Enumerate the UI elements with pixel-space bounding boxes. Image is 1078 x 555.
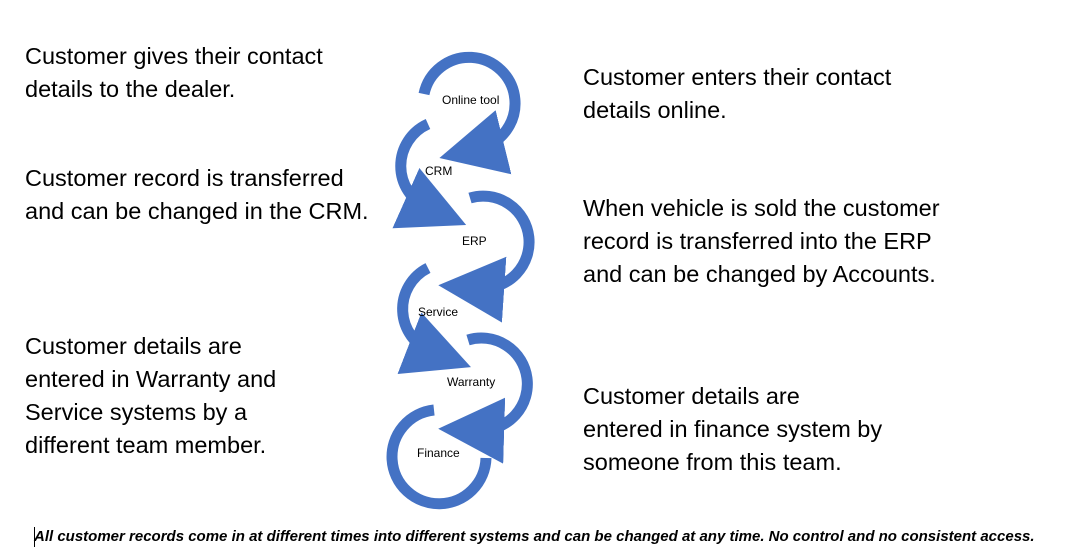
node-warranty: Warranty bbox=[447, 375, 495, 389]
description-erp: When vehicle is sold the customer record… bbox=[583, 195, 940, 287]
node-finance: Finance bbox=[417, 446, 460, 460]
node-online-tool: Online tool bbox=[442, 93, 499, 107]
flow-arrow-online-to-crm bbox=[418, 51, 521, 175]
flow-arrow-crm-to-erp bbox=[392, 118, 467, 229]
description-crm: Customer record is transferred and can b… bbox=[25, 165, 369, 224]
description-warranty-service: Customer details are entered in Warranty… bbox=[25, 333, 277, 458]
footer-note: All customer records come in at differen… bbox=[34, 528, 1035, 545]
flow-arrow-warranty-to-finance bbox=[438, 332, 533, 464]
node-erp: ERP bbox=[462, 234, 487, 248]
text-cursor bbox=[34, 527, 35, 547]
node-crm: CRM bbox=[425, 164, 452, 178]
description-online-tool: Customer enters their contact details on… bbox=[583, 64, 892, 123]
flow-arrow-erp-to-service bbox=[438, 190, 535, 323]
node-service: Service bbox=[418, 305, 458, 319]
flow-arrow-service-to-warranty bbox=[397, 263, 471, 374]
description-finance: Customer details are entered in finance … bbox=[583, 383, 883, 475]
description-online-dealer: Customer gives their contact details to … bbox=[25, 43, 323, 102]
flow-arrow-finance bbox=[386, 404, 492, 510]
